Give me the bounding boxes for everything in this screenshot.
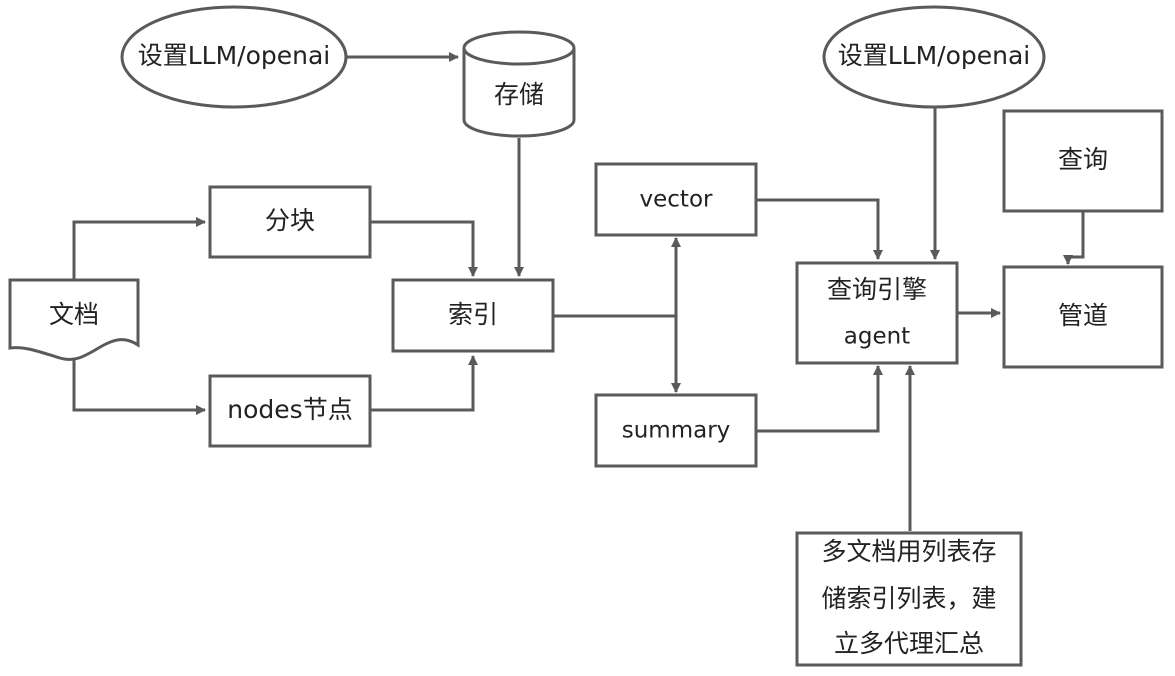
document-node: 文档 [8, 278, 140, 361]
setup-llm-right-node: 设置LLM/openai [822, 5, 1046, 109]
multi-doc-note-node: 多文档用列表存 储索引列表，建 立多代理汇总 [795, 531, 1023, 667]
edge-vector-to-query-engine [756, 198, 883, 260]
nodes-node: nodes节点 [208, 374, 372, 448]
pipeline-label: 管道 [1058, 301, 1108, 330]
vector-node: vector [594, 162, 758, 237]
edge-query-to-pipeline [1063, 212, 1085, 265]
vector-label: vector [640, 187, 713, 213]
index-label: 索引 [448, 300, 498, 329]
edge-chunking-to-index [370, 220, 478, 277]
multi-doc-note-line2: 储索引列表，建 [821, 584, 996, 613]
index-node: 索引 [391, 278, 555, 353]
setup-llm-left-label: 设置LLM/openai [138, 41, 331, 70]
query-engine-label-line2: agent [844, 324, 910, 350]
summary-label: summary [622, 418, 731, 444]
edge-nodes-to-index [370, 355, 478, 412]
multi-doc-note-line1: 多文档用列表存 [821, 537, 996, 566]
chunking-label: 分块 [265, 206, 315, 235]
edge-document-to-nodes [72, 345, 206, 415]
document-label: 文档 [49, 300, 99, 329]
query-label: 查询 [1058, 145, 1108, 174]
nodes-label: nodes节点 [227, 395, 352, 424]
query-node: 查询 [1002, 109, 1164, 213]
edges [72, 52, 1085, 531]
summary-node: summary [594, 393, 758, 468]
chunking-node: 分块 [208, 185, 372, 259]
pipeline-node: 管道 [1002, 265, 1164, 369]
query-engine-node: 查询引擎 agent [795, 261, 959, 365]
query-engine-label-line1: 查询引擎 [827, 275, 927, 304]
setup-llm-right-label: 设置LLM/openai [838, 41, 1031, 70]
edge-document-to-chunking [72, 217, 206, 280]
setup-llm-left-node: 设置LLM/openai [120, 5, 348, 109]
edge-summary-to-query-engine [756, 365, 883, 433]
multi-doc-note-line3: 立多代理汇总 [834, 629, 984, 658]
storage-node: 存储 [462, 30, 576, 138]
storage-label: 存储 [494, 80, 544, 109]
